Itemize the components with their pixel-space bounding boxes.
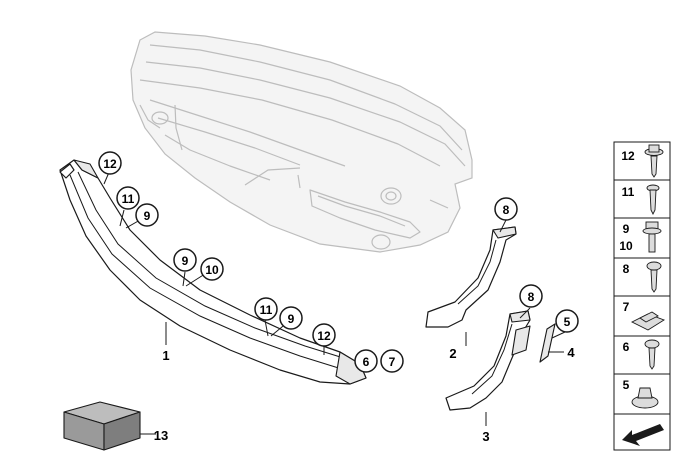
bumper-ghost-outline [130,31,473,253]
svg-text:12: 12 [621,149,635,163]
svg-text:7: 7 [389,355,396,369]
svg-text:9: 9 [144,209,151,223]
svg-text:7: 7 [623,300,630,314]
clip-nut-icon [630,311,666,331]
callout-11a[interactable]: 11 [116,186,140,210]
callout-12c[interactable]: 12 [312,323,336,347]
svg-text:9: 9 [182,254,189,268]
callout-12a[interactable]: 12 [98,151,122,175]
hardware-item-8[interactable]: 8 [613,257,671,297]
callout-9b[interactable]: 9 [173,248,197,272]
hardware-item-12[interactable]: 12 [613,141,671,181]
hardware-item-11[interactable]: 11 [613,179,671,219]
hardware-panel: 12 11 9 10 [613,141,671,451]
part-label-13: 13 [154,428,168,443]
svg-text:11: 11 [260,303,273,317]
bracket-part-3 [445,310,531,411]
trim-strip-part-4 [539,323,556,363]
svg-text:12: 12 [103,157,117,171]
hardware-item-7[interactable]: 7 [613,295,671,337]
hardware-item-arrow [613,413,671,451]
hardware-item-5[interactable]: 5 [613,373,671,415]
svg-text:11: 11 [122,192,135,206]
part-label-2: 2 [449,346,456,361]
svg-text:8: 8 [528,290,535,304]
svg-text:11: 11 [622,185,635,199]
callout-8a[interactable]: 8 [494,197,518,221]
callout-7[interactable]: 7 [380,349,404,373]
part-label-3: 3 [482,429,489,444]
svg-text:10: 10 [205,263,219,277]
part-label-1: 1 [162,348,169,363]
bracket-part-2 [425,226,517,328]
callout-10b[interactable]: 10 [200,257,224,281]
callout-6[interactable]: 6 [354,349,378,373]
svg-text:6: 6 [363,355,370,369]
svg-text:5: 5 [564,315,571,329]
callout-5[interactable]: 5 [555,309,579,333]
callout-8b[interactable]: 8 [519,284,543,308]
arrow-icon [622,424,664,446]
part-label-4: 4 [567,345,575,360]
svg-text:10: 10 [619,239,633,253]
oval-head-screw-icon [646,261,662,293]
svg-text:8: 8 [623,262,630,276]
bumper-carrier-part [59,159,367,385]
kit-box-part-13 [63,401,141,451]
callout-9c[interactable]: 9 [279,306,303,330]
svg-text:12: 12 [317,329,331,343]
expanding-rivet-icon [631,387,659,409]
self-tapping-screw-icon [646,184,660,216]
svg-text:5: 5 [623,378,630,392]
callout-11c[interactable]: 11 [254,297,278,321]
hardware-item-6[interactable]: 6 [613,335,671,375]
svg-text:8: 8 [503,203,510,217]
callout-9a[interactable]: 9 [135,203,159,227]
hardware-item-9-10[interactable]: 9 10 [613,217,671,259]
svg-text:9: 9 [288,312,295,326]
body-screw-icon [644,339,660,370]
svg-text:9: 9 [623,222,630,236]
collar-screw-icon [644,144,664,178]
svg-text:6: 6 [623,340,630,354]
hex-bolt-icon [642,221,662,253]
